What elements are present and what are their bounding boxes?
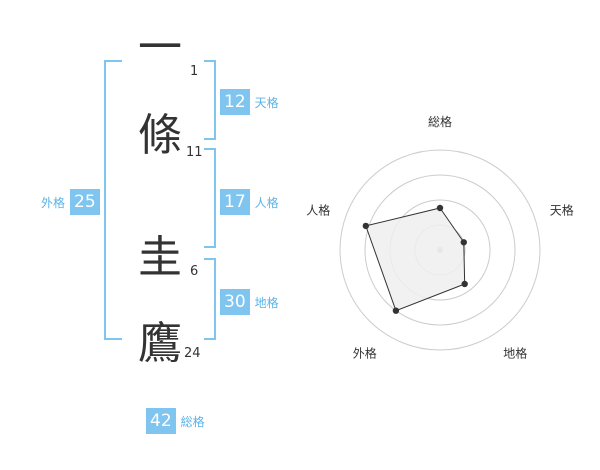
tenkaku-bracket xyxy=(204,60,216,140)
name-char-3: 圭 xyxy=(138,232,182,283)
soukaku-label: 総格 xyxy=(180,414,205,429)
radar-ring-4 xyxy=(339,149,541,351)
jinkaku-value: 17 xyxy=(220,189,250,215)
name-char-4: 鷹 xyxy=(138,318,182,369)
gaikaku-score: 外格 25 xyxy=(36,189,100,215)
jinkaku-score: 17 人格 xyxy=(220,189,284,215)
stroke-count-4: 24 xyxy=(184,346,201,361)
tenkaku-label: 天格 xyxy=(254,95,279,110)
chikaku-label: 地格 xyxy=(254,295,279,310)
jinkaku-label: 人格 xyxy=(254,195,279,210)
radar-axis-label-0: 総格 xyxy=(428,114,452,129)
name-char-2: 條 xyxy=(138,110,182,161)
tenkaku-value: 12 xyxy=(220,89,250,115)
soukaku-value: 42 xyxy=(146,408,176,434)
radar-point-3 xyxy=(392,307,400,314)
gaikaku-value: 25 xyxy=(70,189,100,215)
jinkaku-bracket xyxy=(204,148,216,248)
name-char-1: 一 xyxy=(138,22,182,73)
chikaku-bracket xyxy=(204,258,216,340)
radar-point-0 xyxy=(436,204,444,212)
tenkaku-score: 12 天格 xyxy=(220,89,284,115)
radar-point-2 xyxy=(461,280,468,288)
stroke-count-1: 1 xyxy=(190,64,199,79)
stroke-count-2: 11 xyxy=(186,145,203,160)
gaikaku-bracket xyxy=(104,60,122,340)
gaikaku-label: 外格 xyxy=(41,195,66,210)
radar-point-1 xyxy=(460,239,467,246)
radar-axis-label-2: 地格 xyxy=(503,346,527,361)
chikaku-score: 30 地格 xyxy=(220,289,284,315)
radar-point-4 xyxy=(362,222,370,230)
radar-series-polygon xyxy=(365,207,466,312)
radar-ring-3 xyxy=(364,174,516,326)
radar-axis-label-3: 外格 xyxy=(353,346,377,361)
radar-axis-label-4: 人格 xyxy=(306,202,330,217)
soukaku-score: 42 総格 xyxy=(146,408,210,434)
chikaku-value: 30 xyxy=(220,289,250,315)
radar-axis-label-1: 天格 xyxy=(550,202,574,217)
stroke-count-3: 6 xyxy=(190,264,199,279)
